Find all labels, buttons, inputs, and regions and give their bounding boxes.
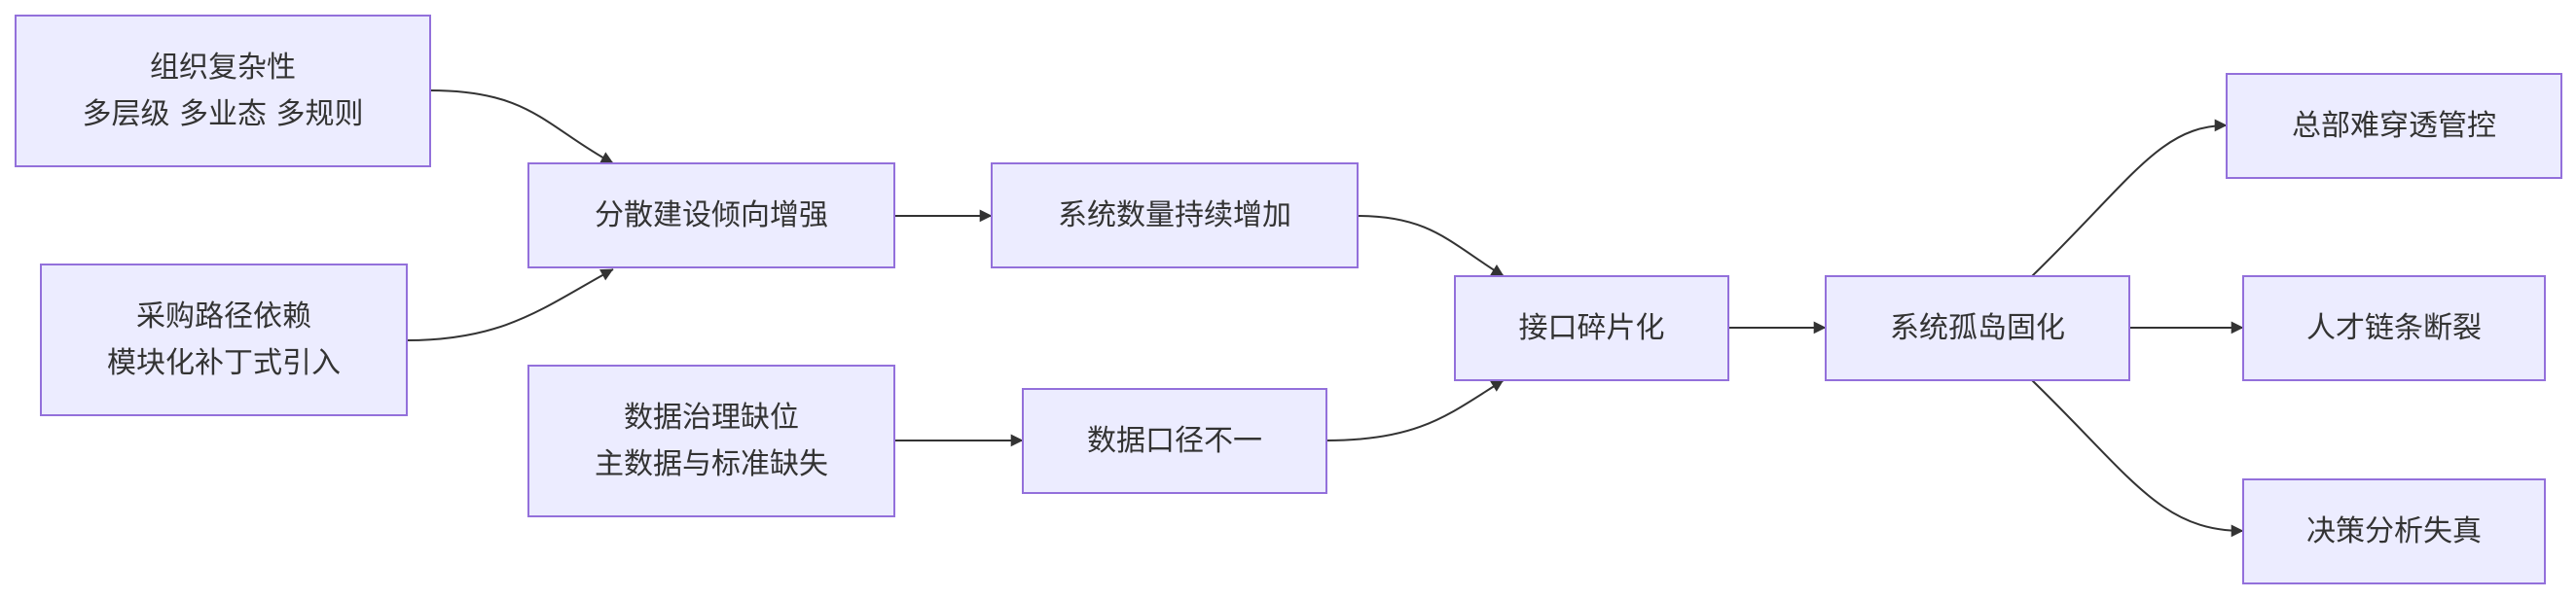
node-label-line: 数据口径不一 bbox=[1087, 424, 1262, 458]
node-label-line: 组织复杂性 bbox=[150, 51, 296, 85]
node-box bbox=[2242, 275, 2546, 381]
edge-line bbox=[2031, 379, 2244, 538]
edge-line bbox=[1325, 379, 1505, 441]
node-box bbox=[2242, 478, 2546, 584]
node-label-line: 人才链条断裂 bbox=[2306, 311, 2482, 345]
node-label-line: 数据治理缺位 bbox=[624, 401, 799, 435]
edge-sysCount-to-interface bbox=[1357, 215, 1505, 277]
node-label-line: 接口碎片化 bbox=[1519, 311, 1665, 345]
node-silo: 系统孤岛固化 bbox=[1825, 275, 2130, 381]
node-interface: 接口碎片化 bbox=[1454, 275, 1729, 381]
node-label-line: 分散建设倾向增强 bbox=[595, 198, 828, 232]
node-label-line: 多层级 多业态 多规则 bbox=[82, 97, 363, 131]
node-label-line: 决策分析失真 bbox=[2306, 514, 2482, 548]
edge-procure-to-dispersed bbox=[406, 268, 614, 341]
edge-line bbox=[406, 268, 614, 341]
node-talent: 人才链条断裂 bbox=[2242, 275, 2546, 381]
node-box bbox=[1454, 275, 1729, 381]
node-box bbox=[2226, 73, 2562, 179]
edge-line bbox=[2031, 119, 2228, 277]
edge-silo-to-decision bbox=[2031, 379, 2244, 538]
node-label-line: 采购路径依赖 bbox=[136, 300, 311, 334]
node-label-line: 系统数量持续增加 bbox=[1058, 198, 1291, 232]
node-box bbox=[527, 365, 895, 517]
edge-line bbox=[1357, 215, 1505, 277]
node-hq: 总部难穿透管控 bbox=[2226, 73, 2562, 179]
node-label-line: 主数据与标准缺失 bbox=[595, 447, 828, 481]
edge-dataCaliber-to-interface bbox=[1325, 379, 1505, 441]
edge-line bbox=[429, 89, 614, 164]
node-decision: 决策分析失真 bbox=[2242, 478, 2546, 584]
node-box bbox=[40, 264, 408, 416]
node-box bbox=[991, 162, 1359, 268]
node-label-line: 系统孤岛固化 bbox=[1890, 311, 2065, 345]
node-box bbox=[1022, 388, 1327, 494]
node-label-line: 总部难穿透管控 bbox=[2292, 109, 2496, 143]
node-dispersed: 分散建设倾向增强 bbox=[527, 162, 895, 268]
node-label-line: 模块化补丁式引入 bbox=[107, 346, 341, 380]
node-box bbox=[1825, 275, 2130, 381]
edge-silo-to-hq bbox=[2031, 119, 2228, 277]
edges-layer bbox=[406, 89, 2244, 538]
edge-org-to-dispersed bbox=[429, 89, 614, 164]
node-box bbox=[15, 15, 431, 167]
node-dataCaliber: 数据口径不一 bbox=[1022, 388, 1327, 494]
node-sysCount: 系统数量持续增加 bbox=[991, 162, 1359, 268]
node-box bbox=[527, 162, 895, 268]
